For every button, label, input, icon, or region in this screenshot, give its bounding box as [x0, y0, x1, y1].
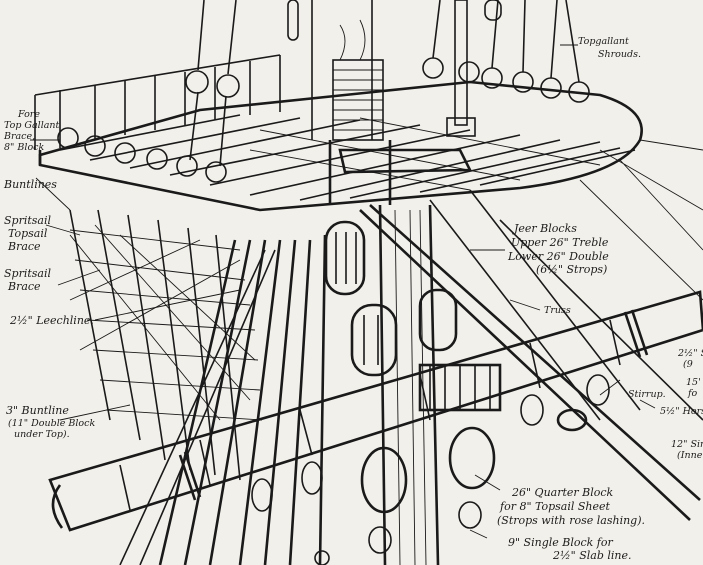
quarter-block	[448, 426, 496, 490]
label-stirrup: Stirrup.	[628, 389, 666, 400]
single-block	[251, 478, 273, 512]
label-fore-brace-2: Top Gallant	[4, 120, 60, 131]
deadeye	[458, 61, 480, 83]
fighting-top-platform	[34, 54, 643, 212]
label-jeer-blocks-4: (6½" Strops)	[536, 263, 607, 276]
label-buntline-3-1: 3" Buntline	[6, 404, 69, 417]
label-spritsail-topsail-3: Brace	[7, 240, 41, 253]
label-buntlines: Buntlines	[3, 178, 57, 191]
label-jeer-blocks-2: Upper 26" Treble	[511, 236, 609, 249]
deadeye	[57, 127, 79, 149]
deadeye	[512, 71, 534, 93]
deadeye	[205, 161, 227, 183]
single-block	[301, 461, 323, 495]
label-jeer-blocks-1: Jeer Blocks	[512, 222, 577, 235]
label-slab-line: 2½" Slab line.	[552, 549, 632, 562]
single-block	[520, 394, 544, 426]
lower-blocks	[251, 374, 610, 565]
ratline-netting	[69, 209, 327, 565]
label-edge-horse: 5½" Horse	[660, 406, 703, 417]
topgallant-shrouds-lines	[189, 0, 580, 167]
topsail-yard	[48, 290, 703, 532]
deadeye	[540, 77, 562, 99]
label-edge-sp-1: 2½" Sp	[677, 348, 703, 359]
single-block	[368, 526, 392, 554]
deadeye	[146, 148, 168, 170]
label-edge-single-2: (Inner	[677, 450, 703, 461]
deadeye	[185, 70, 209, 94]
label-truss: Truss	[544, 305, 571, 316]
deadeye	[84, 135, 106, 157]
leader-lines	[30, 44, 656, 539]
label-leechline: 2½" Leechline.	[9, 314, 94, 327]
label-spritsail-brace-1: Spritsail	[4, 267, 51, 280]
label-quarter-block-3: (Strops with rose lashing).	[497, 514, 645, 527]
label-edge-sp-2: (9	[683, 359, 693, 370]
label-spritsail-brace-2: Brace	[7, 280, 41, 293]
deadeye	[176, 155, 198, 177]
label-single-block: 9" Single Block for	[508, 536, 613, 549]
label-edge-15-1: 15'	[686, 377, 701, 388]
label-fore-brace-1: Fore	[17, 109, 40, 120]
labels: Topgallant Shrouds. Fore Top Gallant Bra…	[3, 36, 703, 562]
deadeyes	[57, 57, 590, 183]
deadeye	[114, 142, 136, 164]
label-edge-15-2: fo	[687, 388, 698, 399]
label-jeer-blocks-3: Lower 26" Double	[507, 250, 609, 263]
label-edge-single-1: 12" Sing	[671, 439, 703, 450]
single-block	[458, 501, 482, 529]
label-quarter-block-2: for 8" Topsail Sheet	[499, 500, 611, 513]
label-fore-brace-4: 8" Block	[4, 142, 44, 153]
label-topgallant-shrouds-1: Topgallant	[578, 36, 629, 47]
label-spritsail-topsail-2: Topsail	[8, 227, 48, 240]
label-buntline-3-2: (11" Double Block	[8, 418, 95, 429]
single-block	[314, 550, 330, 565]
deadeye	[216, 74, 240, 98]
label-topgallant-shrouds-2: Shrouds.	[598, 49, 641, 60]
label-buntline-3-3: under Top).	[14, 429, 70, 440]
label-spritsail-topsail-1: Spritsail	[4, 214, 51, 227]
quarter-block	[360, 446, 408, 514]
label-quarter-block-1: 26" Quarter Block	[511, 486, 614, 499]
deadeye	[422, 57, 444, 79]
jeer-blocks	[324, 220, 458, 377]
single-block	[586, 374, 610, 406]
label-fore-brace-3: Brace,	[3, 131, 35, 142]
